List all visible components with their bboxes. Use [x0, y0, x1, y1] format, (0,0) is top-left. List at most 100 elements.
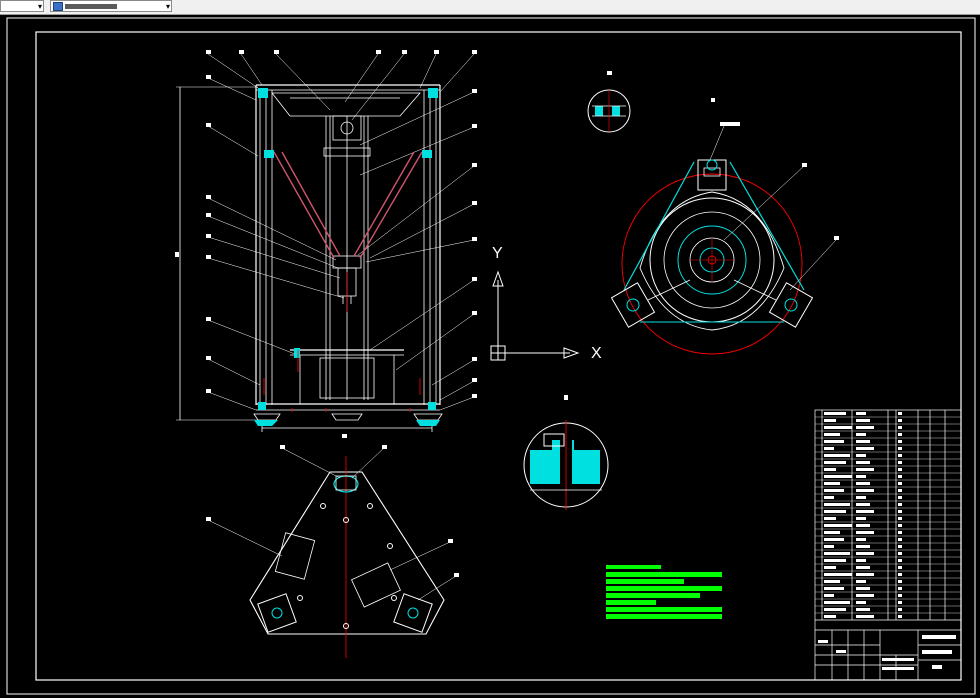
bom-cell-text: [898, 559, 902, 562]
bom-cell-text: [856, 461, 870, 464]
bom-cell-text: [898, 608, 902, 611]
bom-cell-text: [824, 496, 834, 499]
ucs-icon: [490, 270, 580, 361]
bom-cell-text: [824, 587, 844, 590]
bom-cell-text: [856, 468, 874, 471]
carriages: [258, 88, 438, 410]
bom-cell-text: [824, 545, 834, 548]
layer-icon: [53, 2, 63, 11]
dropdown-arrow-icon: ▾: [37, 2, 42, 11]
bom-cell-text: [856, 608, 870, 611]
foot-right: [416, 420, 440, 426]
bom-cell-text: [824, 412, 846, 415]
detail-view-a: [587, 71, 631, 133]
bom-cell-text: [856, 517, 866, 520]
dropdown-arrow-icon: ▾: [165, 2, 170, 11]
bom-cell-text: [898, 538, 902, 541]
bom-cell-text: [856, 545, 870, 548]
bom-cell-text: [824, 580, 840, 583]
bom-cell-text: [856, 482, 870, 485]
bom-cell-text: [824, 517, 836, 520]
bom-cell-text: [898, 545, 902, 548]
bom-cell-text: [856, 566, 870, 569]
bom-cell-text: [898, 440, 902, 443]
bom-cell-text: [898, 524, 902, 527]
bom-cell-text: [856, 538, 866, 541]
bom-cell-text: [898, 601, 902, 604]
bom-cell-text: [898, 510, 902, 513]
bom-cell-text: [824, 594, 834, 597]
front-view-labels: [175, 50, 477, 438]
bom-cell-text: [856, 559, 866, 562]
bom-cell-text: [898, 468, 902, 471]
ucs-y-label: Y: [492, 245, 503, 262]
bom-cell-text: [824, 615, 836, 618]
technical-notes: [606, 565, 722, 619]
bom-cell-text: [824, 531, 840, 534]
sheet-border: [6, 17, 976, 695]
bom-cell-text: [824, 524, 852, 527]
bom-cell-text: [856, 580, 866, 583]
detail-view-b: [523, 395, 609, 510]
bom-cell-text: [824, 419, 836, 422]
bom-cell-text: [898, 433, 902, 436]
drawing-frame: [35, 31, 962, 681]
bom-cell-text: [856, 503, 870, 506]
bom-cell-text: [856, 433, 866, 436]
bom-cell-text: [824, 538, 844, 541]
bom-cell-text: [856, 454, 866, 457]
bom-cell-text: [898, 594, 902, 597]
style-dropdown[interactable]: ▾: [50, 0, 172, 12]
bom-cell-text: [898, 461, 902, 464]
bom-cell-text: [898, 412, 902, 415]
bom-cell-text: [856, 594, 874, 597]
toolbar: ▾ ▾: [0, 0, 980, 15]
bom-cell-text: [824, 461, 846, 464]
bom-cell-text: [856, 531, 874, 534]
bom-cell-text: [824, 608, 846, 611]
bom-cell-text: [856, 419, 870, 422]
delta-arms: [273, 151, 423, 259]
bom-cell-text: [824, 426, 852, 429]
bom-cell-text: [898, 454, 902, 457]
bom-cell-text: [856, 615, 874, 618]
bom-cell-text: [898, 615, 902, 618]
bom-cell-text: [824, 573, 852, 576]
bom-cell-text: [824, 482, 840, 485]
bom-cell-text: [856, 489, 874, 492]
bom-cell-text: [824, 559, 846, 562]
bom-cell-text: [856, 510, 874, 513]
bom-cell-text: [898, 587, 902, 590]
bom-cell-text: [824, 475, 852, 478]
bom-cell-text: [898, 503, 902, 506]
bom-cell-text: [856, 412, 866, 415]
bom-cell-text: [824, 489, 844, 492]
bom-cell-text: [898, 447, 902, 450]
bom-cell-text: [898, 419, 902, 422]
bom-cell-text: [824, 440, 844, 443]
bom-cell-text: [824, 601, 850, 604]
bom-cell-text: [824, 510, 846, 513]
bom-cell-text: [824, 454, 850, 457]
bom-cell-text: [856, 552, 874, 555]
bom-cell-text: [856, 447, 874, 450]
bom-cell-text: [898, 566, 902, 569]
bom-cell-text: [898, 475, 902, 478]
bom-cell-text: [824, 433, 840, 436]
base-plate-view: [206, 445, 459, 658]
layer-dropdown[interactable]: ▾: [0, 0, 44, 12]
bom-cell-text: [824, 503, 850, 506]
bom-cell-text: [824, 566, 836, 569]
drawing-canvas[interactable]: X Y: [0, 15, 980, 698]
bom-cell-text: [898, 426, 902, 429]
bom-cell-text: [824, 552, 850, 555]
bom-cell-text: [856, 601, 866, 604]
style-dropdown-value: [65, 4, 117, 9]
bom-cell-text: [898, 489, 902, 492]
bom-table-rows: [815, 412, 961, 618]
bom-cell-text: [856, 573, 874, 576]
front-view: [176, 53, 475, 432]
bom-cell-text: [898, 517, 902, 520]
title-block: [814, 409, 962, 681]
bom-cell-text: [898, 482, 902, 485]
